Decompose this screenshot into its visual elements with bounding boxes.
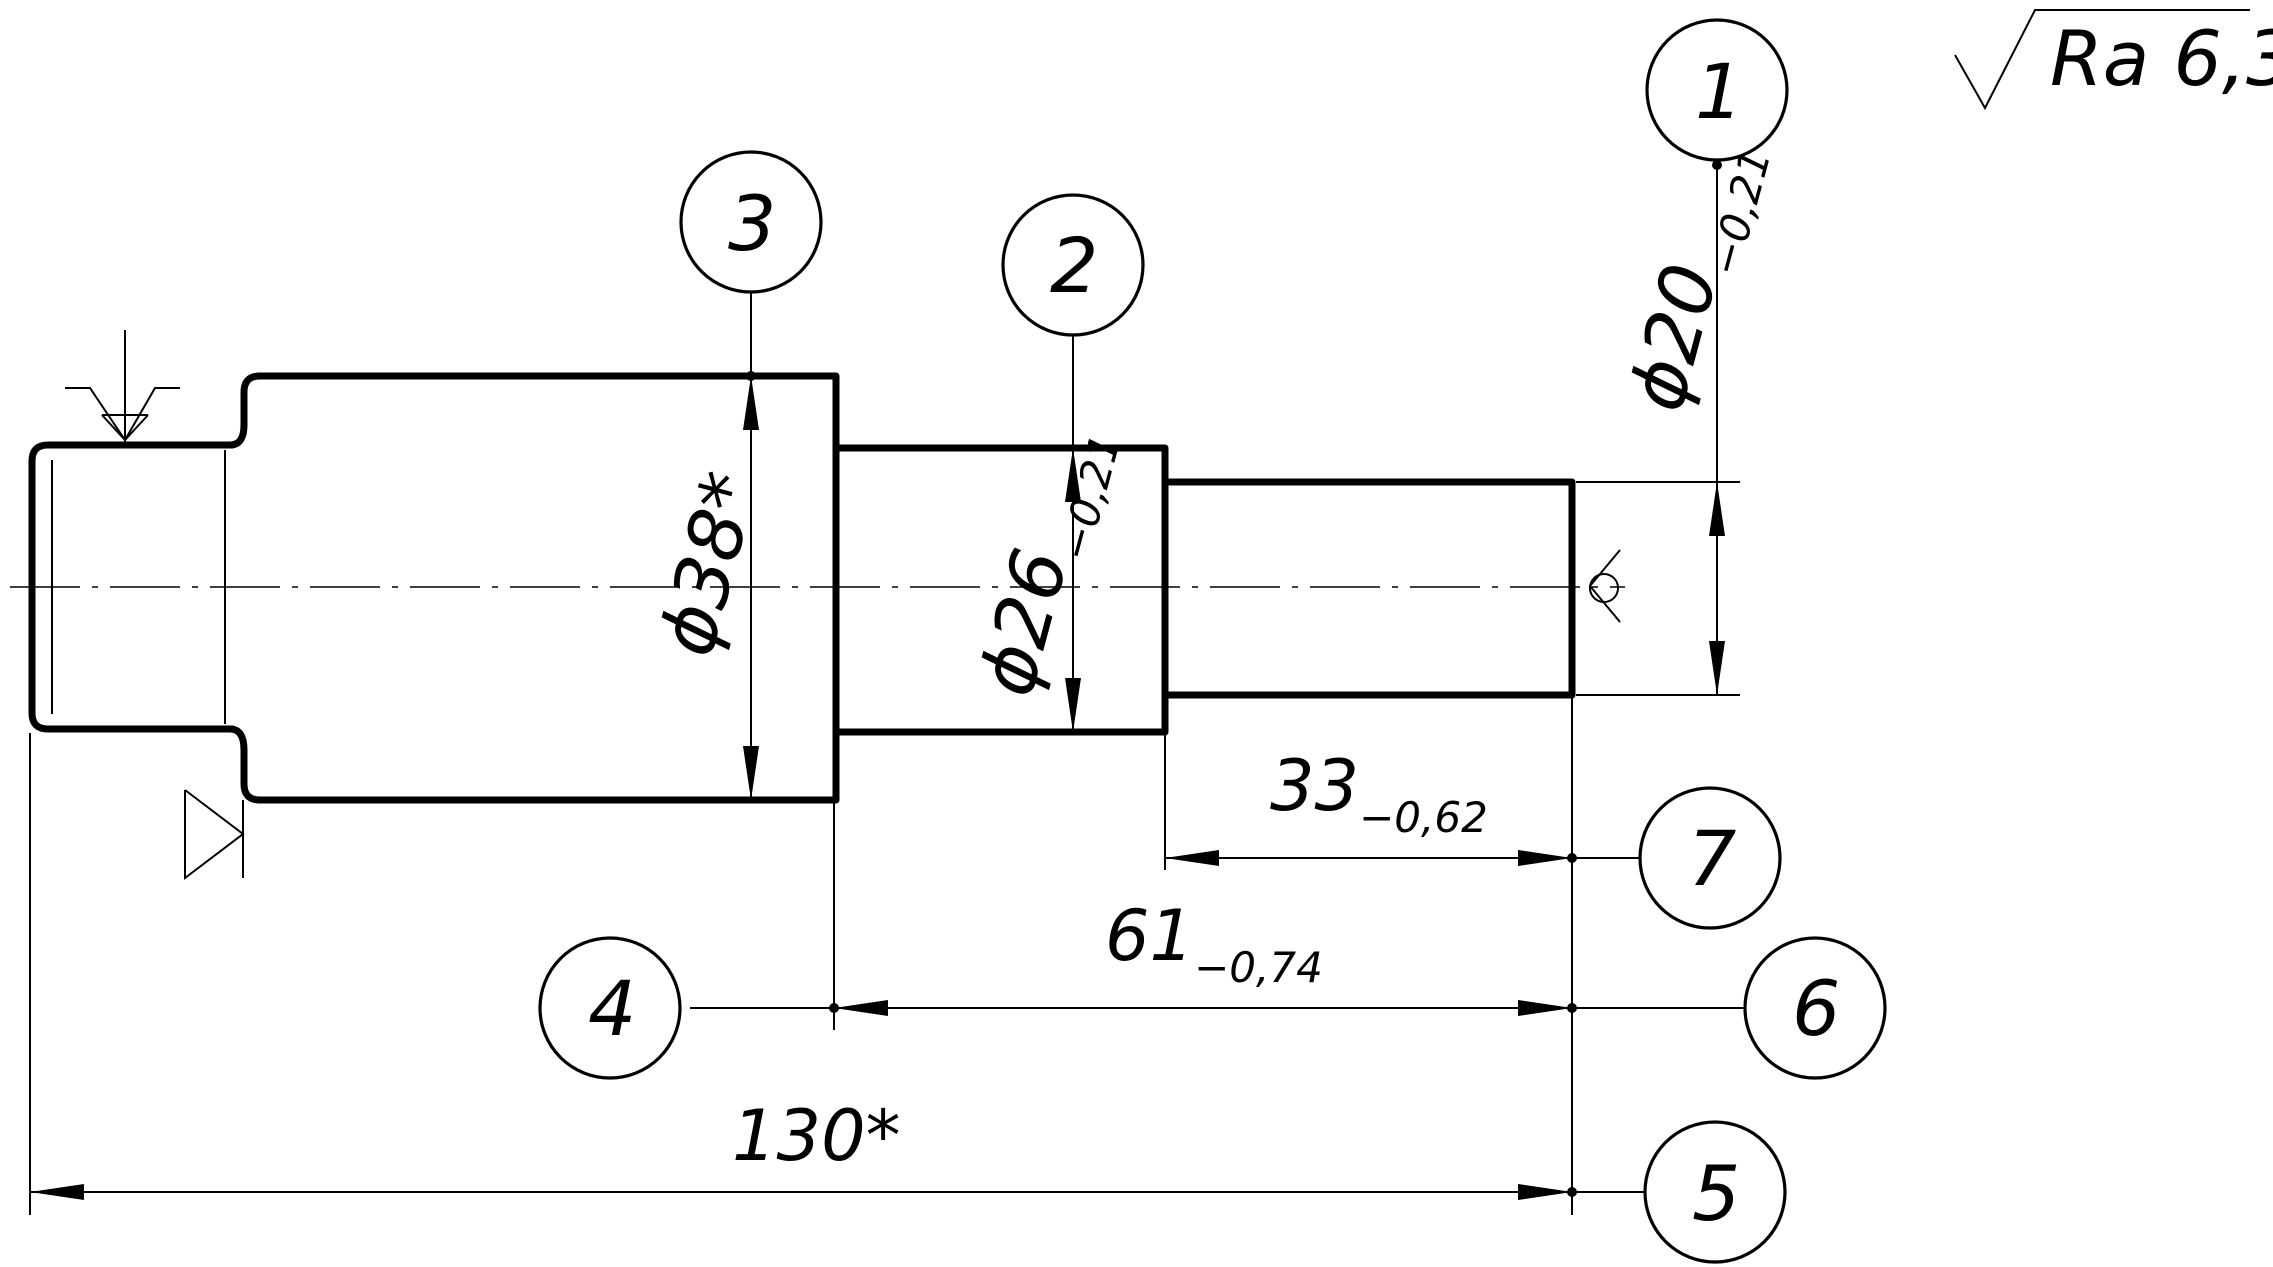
datum-mark-top xyxy=(65,330,180,445)
dim-l130-label: 130* xyxy=(732,1095,901,1177)
balloon-7-label: 7 xyxy=(1688,814,1736,903)
dim-l130: 130* xyxy=(30,1095,1645,1200)
center-hole-mark xyxy=(1588,549,1621,623)
balloon-2: 2 xyxy=(1001,193,1145,337)
dim-d20-text: ϕ20−0,21 xyxy=(1611,130,1780,422)
dim-l61-text: 61−0,74 xyxy=(1105,895,1323,992)
balloon-6-label: 6 xyxy=(1792,964,1840,1053)
balloon-3-label: 3 xyxy=(728,179,776,268)
balloon-5-label: 5 xyxy=(1692,1149,1740,1238)
dim-l33-text: 33−0,62 xyxy=(1270,745,1488,842)
balloon-5: 5 xyxy=(1643,1120,1787,1264)
dim-l61: 61−0,74 xyxy=(690,895,1745,1016)
dim-l33-label: 33 xyxy=(1270,745,1359,827)
balloon-2-label: 2 xyxy=(1050,221,1098,310)
dim-d38-label: ϕ38* xyxy=(641,463,775,665)
balloon-7: 7 xyxy=(1638,786,1782,930)
balloon-1: 1 xyxy=(1645,18,1789,162)
dim-l33-tol: −0,62 xyxy=(1359,793,1488,842)
balloon-3: 3 xyxy=(679,150,823,294)
dim-d20-tol: −0,21 xyxy=(1700,144,1781,281)
dim-d26-text: ϕ26−0,21 xyxy=(961,415,1130,707)
dim-d26: ϕ26−0,21 xyxy=(961,335,1130,732)
dim-l61-tol: −0,74 xyxy=(1194,943,1323,992)
dim-d38: ϕ38* xyxy=(641,290,775,800)
dim-l33: 33−0,62 xyxy=(1165,745,1640,866)
dim-l61-label: 61 xyxy=(1105,895,1194,977)
balloon-4-label: 4 xyxy=(588,964,636,1053)
datum-mark-bottom xyxy=(184,789,245,881)
shaft-outline xyxy=(28,372,1576,804)
dim-d20: ϕ20−0,21 xyxy=(1576,130,1780,696)
balloon-6: 6 xyxy=(1743,936,1887,1080)
balloon-1-label: 1 xyxy=(1695,47,1743,136)
balloon-4: 4 xyxy=(538,936,682,1080)
roughness-symbol: Ra 6,3 xyxy=(1954,9,2273,111)
roughness-label: Ra 6,3 xyxy=(2050,14,2273,103)
